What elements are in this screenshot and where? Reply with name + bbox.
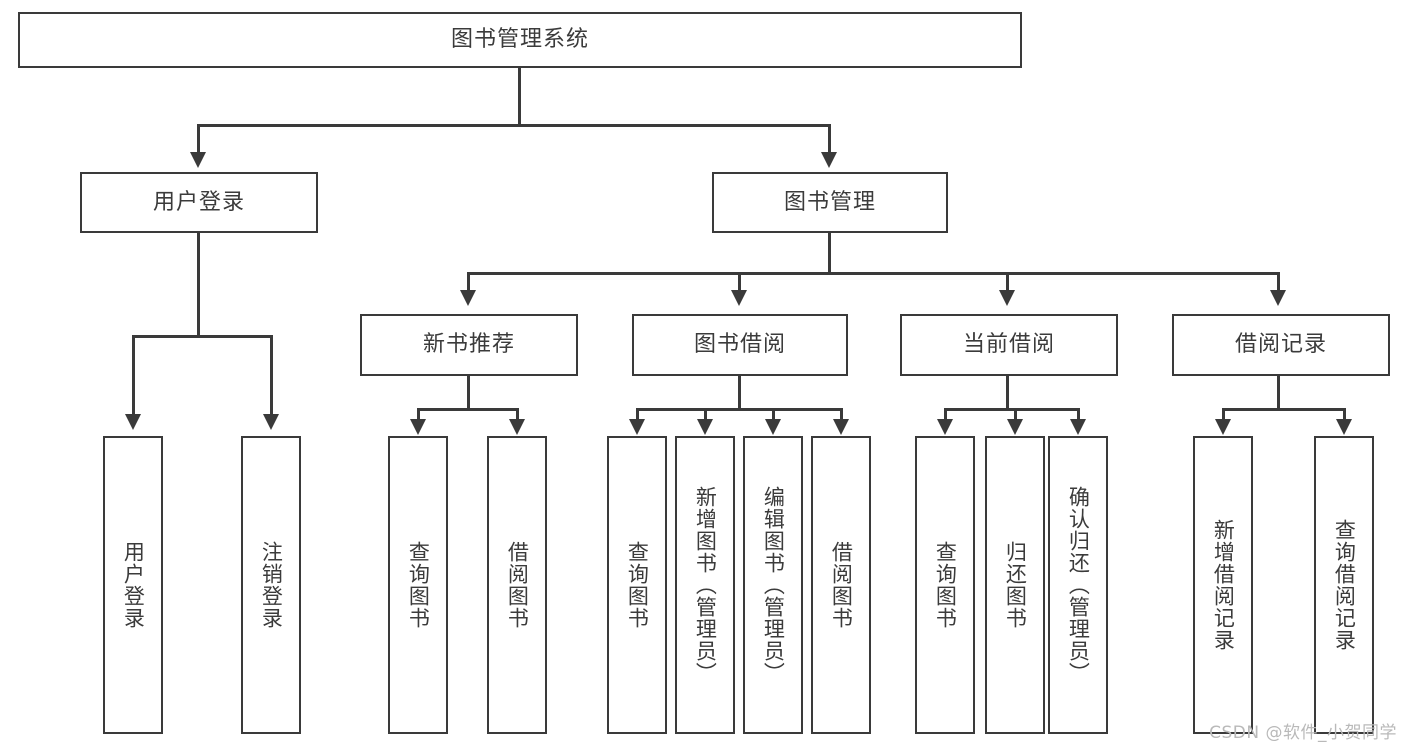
arrow-book-borrow-leaf-3	[765, 419, 781, 435]
connector-current-borrow-leaf-3	[1077, 408, 1080, 422]
connector-book-borrow-leaf-1	[636, 408, 639, 422]
leaf-current-borrow-3[interactable]: 确认归还（管理员）	[1048, 436, 1108, 734]
arrow-root-to-book-mgmt	[821, 152, 837, 168]
leaf-book-borrow-3[interactable]: 编辑图书（管理员）	[743, 436, 803, 734]
leaf-label: 查询图书	[933, 541, 958, 629]
connector-book-borrow-leaf-3	[772, 408, 775, 422]
arrow-borrow-record-leaf-2	[1336, 419, 1352, 435]
arrow-book-mgmt-child-4	[1270, 290, 1286, 306]
arrow-book-borrow-leaf-1	[629, 419, 645, 435]
arrow-new-book-leaf-1	[410, 419, 426, 435]
arrow-user-login-child-2	[263, 414, 279, 430]
connector-user-login-child-1	[132, 335, 135, 416]
connector-book-mgmt-child-2	[738, 272, 741, 292]
leaf-label: 查询借阅记录	[1332, 519, 1357, 651]
node-book-management[interactable]: 图书管理	[712, 172, 948, 233]
node-current-borrow[interactable]: 当前借阅	[900, 314, 1118, 376]
leaf-borrow-record-1[interactable]: 新增借阅记录	[1193, 436, 1253, 734]
leaf-label: 编辑图书（管理员）	[761, 486, 786, 684]
connector-book-borrow-stem	[738, 376, 741, 410]
node-new-book-recommend[interactable]: 新书推荐	[360, 314, 578, 376]
leaf-new-book-2[interactable]: 借阅图书	[487, 436, 547, 734]
node-label: 图书管理	[783, 189, 876, 215]
arrow-book-borrow-leaf-2	[697, 419, 713, 435]
connector-new-book-stem	[467, 376, 470, 410]
connector-book-mgmt-child-3	[1006, 272, 1009, 292]
connector-user-login-child-2	[270, 335, 273, 416]
connector-book-borrow-bar	[636, 408, 840, 411]
connector-user-login-stem	[197, 233, 200, 337]
leaf-label: 借阅图书	[829, 541, 854, 629]
leaf-label: 新增图书（管理员）	[693, 486, 718, 684]
connector-root-to-book-mgmt	[828, 124, 831, 154]
arrow-book-mgmt-child-1	[460, 290, 476, 306]
connector-book-mgmt-child-1	[467, 272, 470, 292]
leaf-book-borrow-4[interactable]: 借阅图书	[811, 436, 871, 734]
leaf-current-borrow-2[interactable]: 归还图书	[985, 436, 1045, 734]
leaf-label: 注销登录	[259, 541, 284, 629]
leaf-label: 用户登录	[121, 541, 146, 629]
leaf-label: 归还图书	[1003, 541, 1028, 629]
arrow-book-mgmt-child-2	[731, 290, 747, 306]
connector-new-book-leaf-1	[417, 408, 420, 422]
connector-root-to-user-login	[197, 124, 200, 154]
leaf-new-book-1[interactable]: 查询图书	[388, 436, 448, 734]
arrow-current-borrow-leaf-1	[937, 419, 953, 435]
node-label: 借阅记录	[1234, 332, 1327, 357]
leaf-user-login-1[interactable]: 用户登录	[103, 436, 163, 734]
connector-book-mgmt-stem	[828, 233, 831, 274]
node-label: 图书借阅	[693, 332, 786, 357]
connector-current-borrow-leaf-1	[944, 408, 947, 422]
leaf-book-borrow-2[interactable]: 新增图书（管理员）	[675, 436, 735, 734]
node-book-borrow[interactable]: 图书借阅	[632, 314, 848, 376]
arrow-new-book-leaf-2	[509, 419, 525, 435]
node-label: 当前借阅	[962, 332, 1055, 357]
arrow-book-borrow-leaf-4	[833, 419, 849, 435]
leaf-label: 新增借阅记录	[1211, 519, 1236, 651]
connector-borrow-record-stem	[1277, 376, 1280, 410]
arrow-user-login-child-1	[125, 414, 141, 430]
leaf-book-borrow-1[interactable]: 查询图书	[607, 436, 667, 734]
connector-root-bar	[197, 124, 831, 127]
leaf-label: 借阅图书	[505, 541, 530, 629]
node-label: 用户登录	[152, 189, 245, 215]
leaf-borrow-record-2[interactable]: 查询借阅记录	[1314, 436, 1374, 734]
connector-book-mgmt-bar	[467, 272, 1280, 275]
node-borrow-record[interactable]: 借阅记录	[1172, 314, 1390, 376]
connector-new-book-leaf-2	[516, 408, 519, 422]
connector-book-mgmt-child-4	[1277, 272, 1280, 292]
arrow-root-to-user-login	[190, 152, 206, 168]
connector-new-book-bar	[417, 408, 517, 411]
node-root-system[interactable]: 图书管理系统	[18, 12, 1022, 68]
connector-borrow-record-bar	[1222, 408, 1346, 411]
connector-borrow-record-leaf-1	[1222, 408, 1225, 422]
leaf-label: 查询图书	[625, 541, 650, 629]
leaf-current-borrow-1[interactable]: 查询图书	[915, 436, 975, 734]
connector-borrow-record-leaf-2	[1343, 408, 1346, 422]
connector-book-borrow-leaf-4	[840, 408, 843, 422]
arrow-book-mgmt-child-3	[999, 290, 1015, 306]
arrow-current-borrow-leaf-3	[1070, 419, 1086, 435]
leaf-user-login-2[interactable]: 注销登录	[241, 436, 301, 734]
arrow-borrow-record-leaf-1	[1215, 419, 1231, 435]
connector-current-borrow-bar	[944, 408, 1078, 411]
connector-current-borrow-stem	[1006, 376, 1009, 410]
connector-current-borrow-leaf-2	[1014, 408, 1017, 422]
connector-book-borrow-leaf-2	[704, 408, 707, 422]
leaf-label: 查询图书	[406, 541, 431, 629]
leaf-label: 确认归还（管理员）	[1066, 486, 1091, 684]
node-label: 图书管理系统	[450, 27, 589, 52]
connector-user-login-bar	[132, 335, 270, 338]
arrow-current-borrow-leaf-2	[1007, 419, 1023, 435]
node-user-login[interactable]: 用户登录	[80, 172, 318, 233]
connector-root-stem	[518, 68, 521, 126]
node-label: 新书推荐	[422, 332, 515, 357]
